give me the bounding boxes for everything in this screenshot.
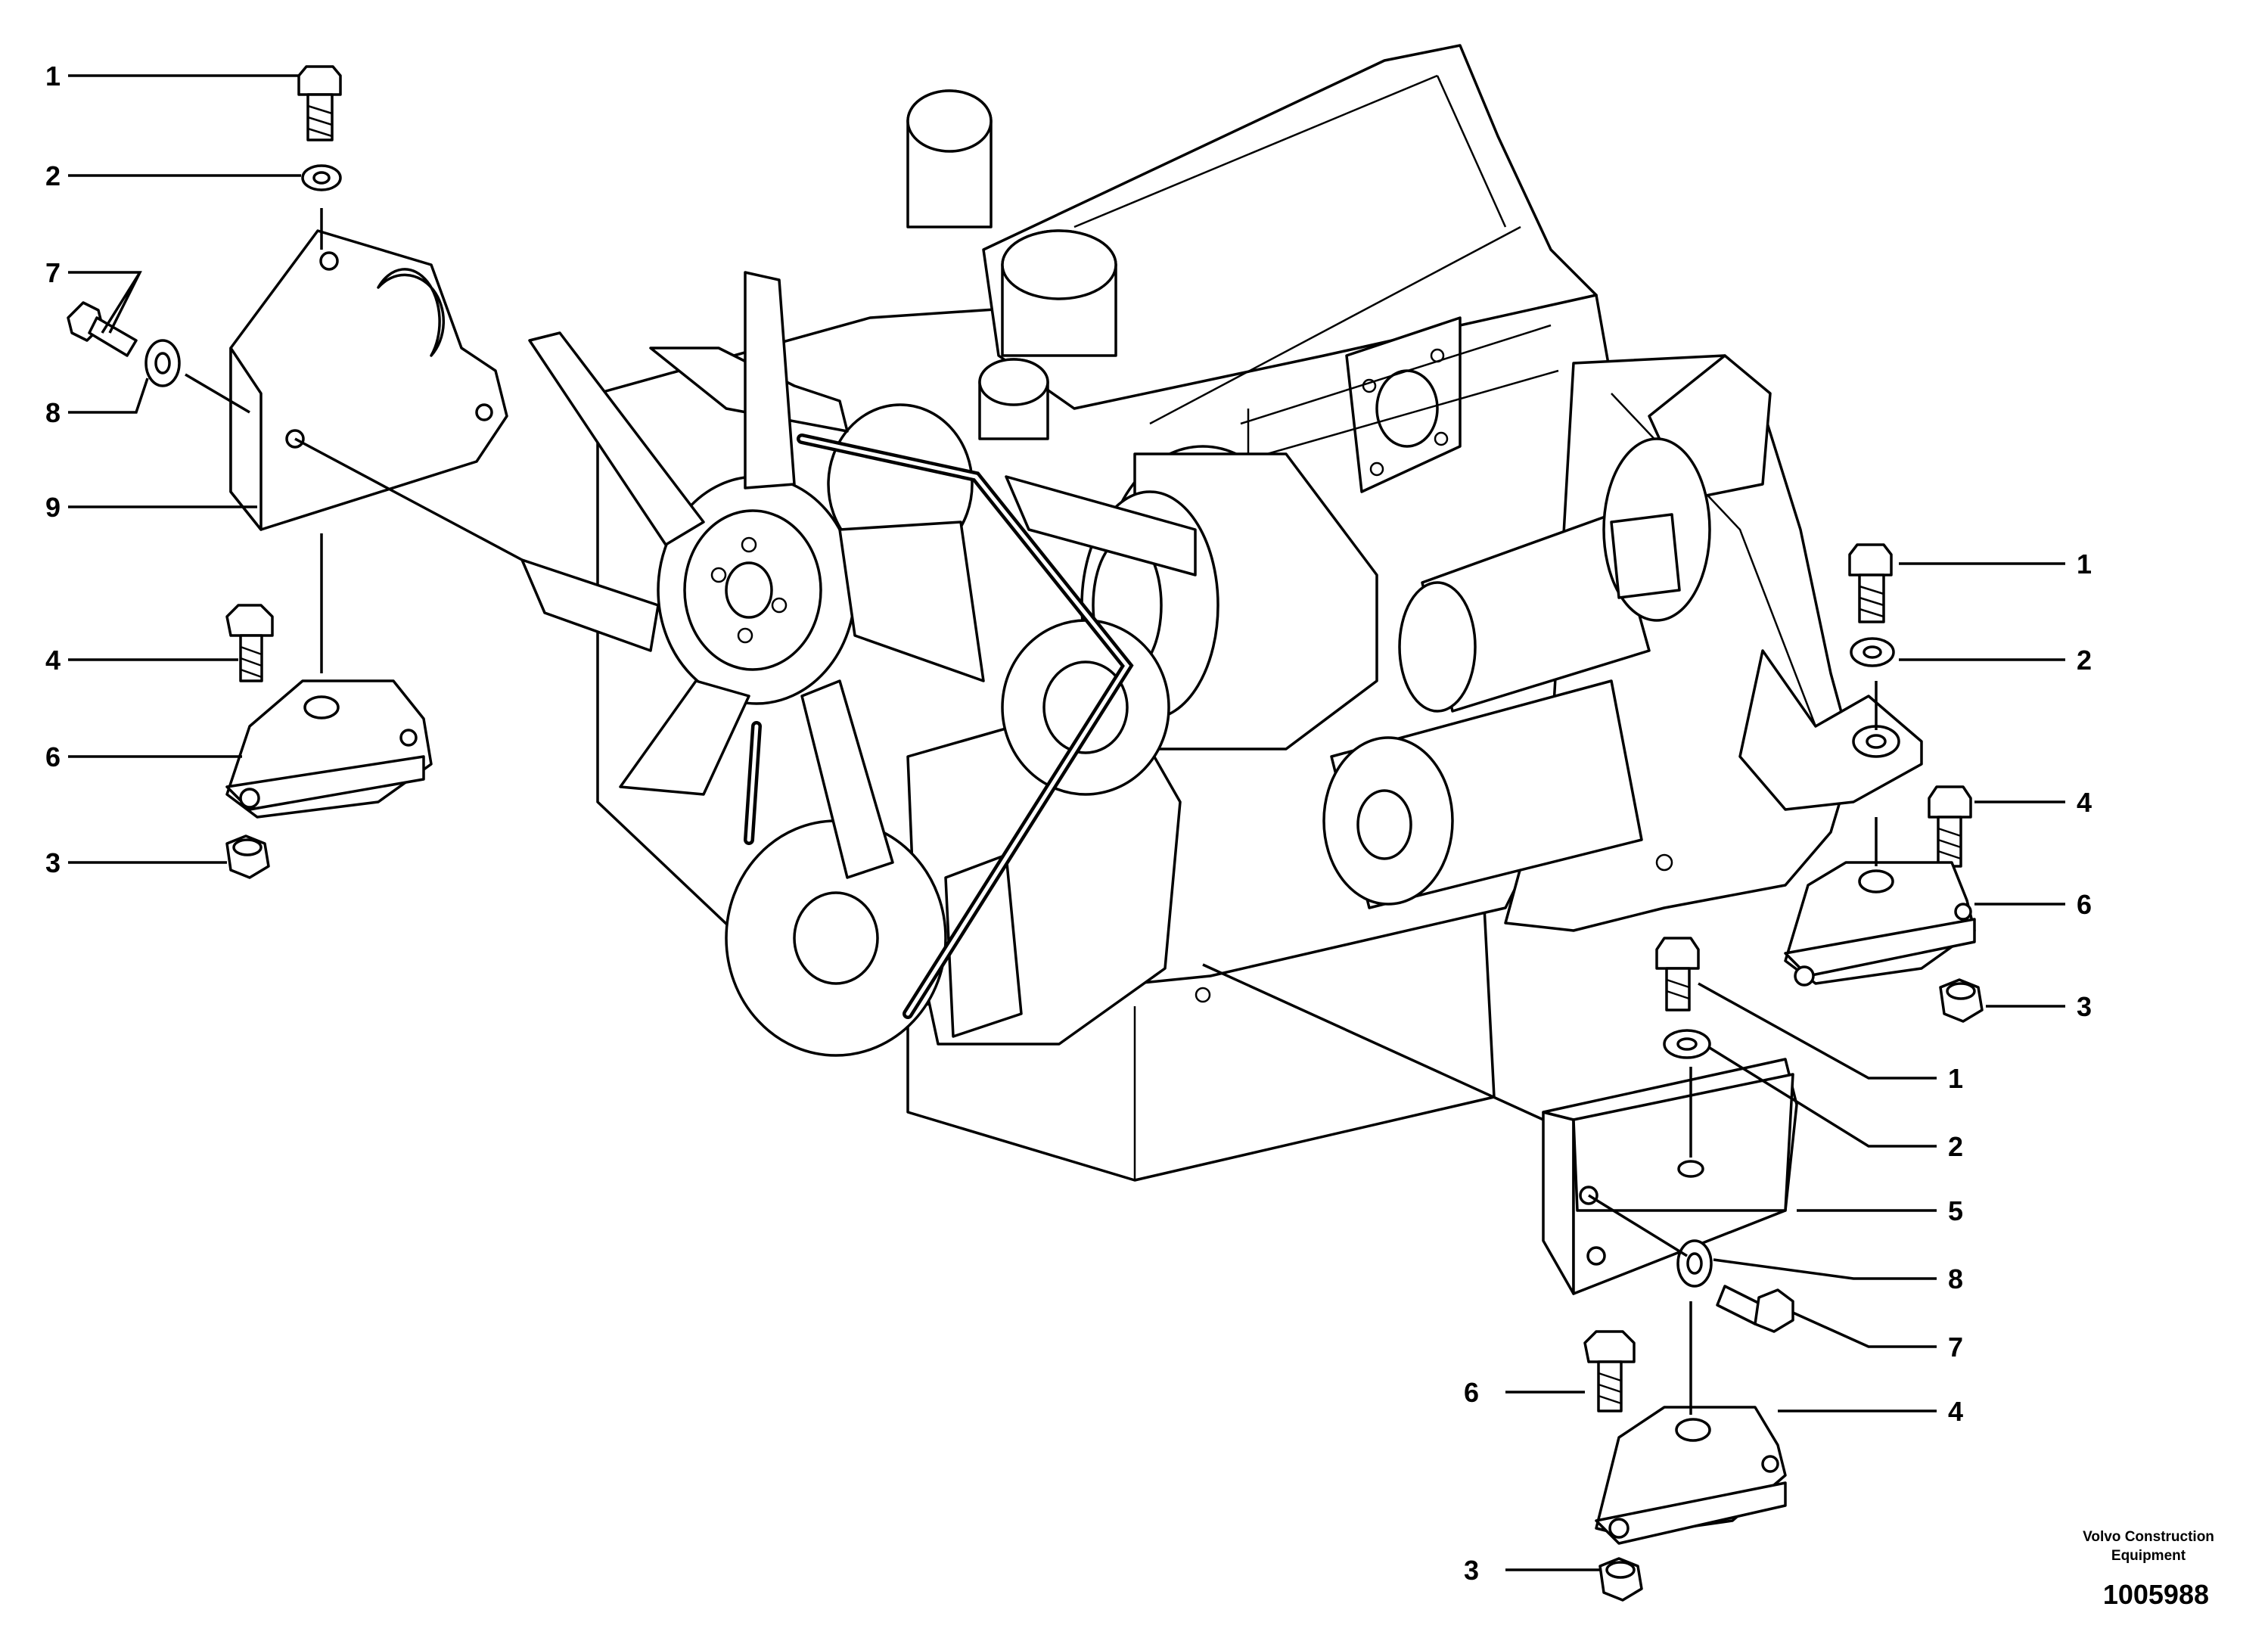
callouts-right-upper: 1 2 4 6 3 [2077, 549, 2092, 1022]
callout-number: 8 [1948, 1263, 1963, 1294]
bolt-icon [225, 604, 274, 682]
washer-icon [1676, 1239, 1713, 1288]
nut-icon [1939, 978, 1984, 1023]
callout-number: 2 [1948, 1131, 1963, 1162]
bolt-icon [1928, 785, 1972, 868]
bolt-icon [1716, 1285, 1794, 1333]
callouts-left: 1 2 7 8 9 4 6 3 [45, 61, 61, 878]
callout-number: 6 [1464, 1377, 1479, 1408]
callout-number: 4 [45, 645, 61, 676]
washer-icon [144, 339, 181, 387]
title-block: Volvo Construction Equipment 1005988 [2083, 1529, 2214, 1610]
callout-number: 8 [45, 397, 61, 428]
bracket-icon [229, 229, 508, 531]
bolt-icon [1655, 937, 1700, 1012]
rubber-mount-icon [225, 679, 433, 819]
rubber-mount-icon [1784, 861, 1976, 987]
washer-icon [1663, 1029, 1711, 1059]
callout-number: 9 [45, 492, 61, 523]
callout-number: 3 [1464, 1555, 1479, 1586]
document-number: 1005988 [2103, 1579, 2209, 1610]
callout-number: 5 [1948, 1195, 1963, 1226]
left-mounting-parts [67, 65, 523, 879]
right-upper-mounting-parts [1738, 543, 1984, 1023]
callout-number: 3 [45, 847, 61, 878]
nut-icon [1598, 1557, 1643, 1602]
nut-icon [225, 834, 270, 879]
brand-line-2: Equipment [2111, 1548, 2186, 1564]
callout-number: 1 [45, 61, 61, 92]
callout-number: 4 [1948, 1396, 1963, 1427]
bolt-icon [1848, 543, 1893, 623]
callout-number: 2 [45, 160, 61, 191]
callout-number: 7 [1948, 1332, 1963, 1363]
callout-number: 2 [2077, 645, 2092, 676]
washer-icon [301, 164, 342, 191]
callout-number: 1 [1948, 1063, 1963, 1094]
engine-assembly [520, 44, 1855, 1182]
leader-lines [68, 74, 2065, 1571]
callout-number: 3 [2077, 991, 2092, 1022]
bolt-icon [1583, 1330, 1636, 1412]
callout-number: 4 [2077, 787, 2092, 818]
brand-line-1: Volvo Construction [2083, 1529, 2214, 1545]
callouts-right-lower: 1 2 5 8 7 4 6 3 [1464, 1063, 1963, 1586]
bolt-icon [297, 65, 342, 141]
washer-icon [1850, 637, 1895, 667]
callout-number: 6 [2077, 889, 2092, 920]
bolt-icon [67, 301, 138, 357]
callout-number: 7 [45, 257, 61, 288]
right-lower-mounting-parts [1202, 937, 1798, 1602]
bracket-icon [1542, 1058, 1798, 1295]
rubber-mount-icon [1595, 1406, 1787, 1545]
callout-number: 6 [45, 741, 61, 772]
callout-number: 1 [2077, 549, 2092, 580]
